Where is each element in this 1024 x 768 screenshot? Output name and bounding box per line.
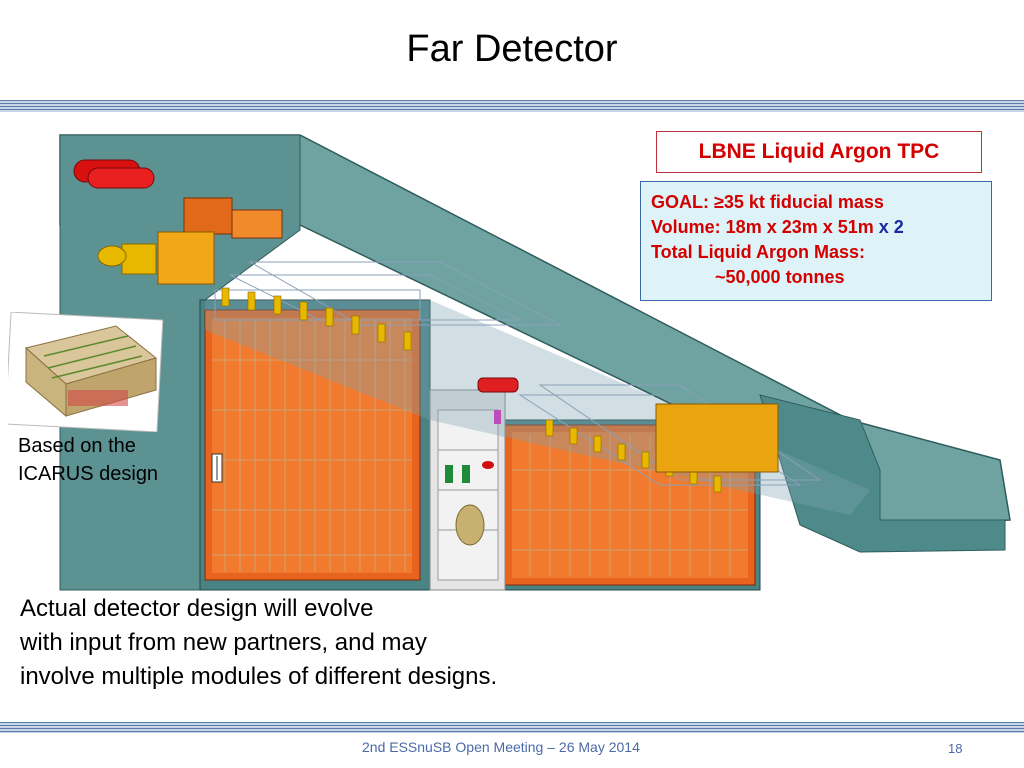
icarus-caption-line-2: ICARUS design	[18, 463, 159, 485]
evolve-caption: Actual detector design will evolve with …	[20, 592, 497, 694]
page-number: 18	[948, 741, 963, 756]
goal-box: GOAL: ≥35 kt fiducial mass Volume: 18m x…	[640, 181, 992, 301]
footer-text: 2nd ESSnuSB Open Meeting – 26 May 2014	[362, 739, 640, 755]
evolve-caption-line-3: involve multiple modules of different de…	[20, 663, 498, 690]
icarus-thumbnail	[8, 312, 164, 432]
slide-title: Far Detector	[406, 28, 618, 70]
goal-volume: Volume: 18m x 23m x 51m	[651, 217, 874, 237]
goal-line-4: ~50,000 tonnes	[715, 267, 845, 287]
goal-line-3: Total Liquid Argon Mass:	[651, 242, 865, 262]
evolve-caption-line-1: Actual detector design will evolve	[20, 595, 374, 622]
icarus-caption-line-1: Based on the	[18, 435, 136, 457]
goal-multiplier: x 2	[878, 217, 904, 237]
far-detector-illustration	[59, 134, 1011, 591]
footer-divider	[0, 722, 1024, 733]
evolve-caption-line-2: with input from new partners, and may	[20, 629, 427, 656]
goal-line-2: Volume: 18m x 23m x 51m x 2	[651, 215, 991, 240]
goal-line-1: GOAL: ≥35 kt fiducial mass	[651, 192, 884, 212]
header-divider	[0, 100, 1024, 112]
tpc-label-box: LBNE Liquid Argon TPC	[656, 131, 982, 173]
tpc-label: LBNE Liquid Argon TPC	[698, 140, 940, 163]
icarus-caption: Based on the ICARUS design	[18, 432, 158, 488]
